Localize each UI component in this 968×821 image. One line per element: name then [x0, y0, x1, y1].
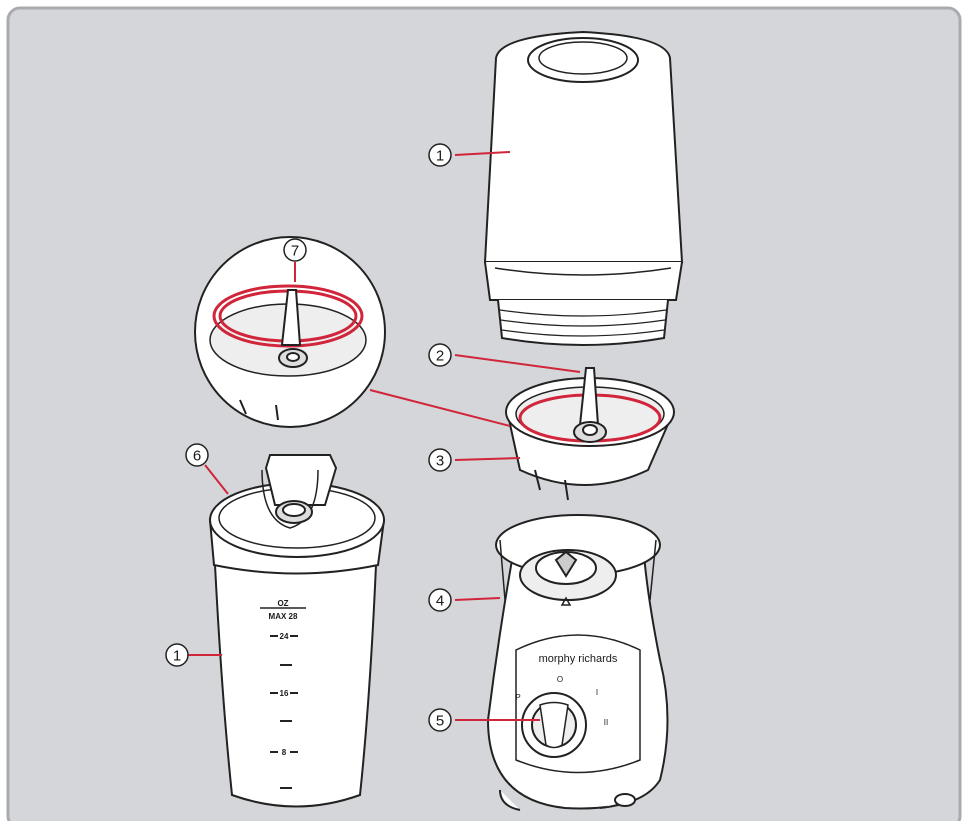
scale-mark-8: 8: [282, 748, 287, 757]
callout-4: 4: [429, 589, 451, 611]
travel-cup: [210, 455, 384, 807]
svg-text:7: 7: [291, 243, 299, 260]
blending-cup-top: [485, 32, 682, 345]
svg-text:1: 1: [173, 648, 181, 665]
gasket-zoom-view: [195, 237, 385, 427]
dial-label-o: O: [557, 675, 563, 684]
svg-text:3: 3: [436, 453, 444, 470]
callout-6: 6: [186, 444, 208, 466]
callout-1a: 1: [429, 144, 451, 166]
dial-label-ii: II: [604, 718, 608, 727]
callout-7: 7: [284, 239, 306, 261]
svg-text:5: 5: [436, 713, 444, 730]
scale-mark-24: 24: [280, 632, 289, 641]
svg-text:6: 6: [193, 448, 201, 465]
brand-label: morphy richards: [539, 653, 618, 665]
svg-text:2: 2: [436, 348, 444, 365]
callout-1b: 1: [166, 644, 188, 666]
scale-mark-16: 16: [280, 689, 289, 698]
frame-background: [8, 8, 960, 821]
scale-unit: OZ: [277, 599, 288, 608]
callout-5: 5: [429, 709, 451, 731]
callout-2: 2: [429, 344, 451, 366]
callout-3: 3: [429, 449, 451, 471]
dial-label-p: P: [515, 693, 520, 702]
scale-max: MAX 28: [269, 612, 298, 621]
svg-text:1: 1: [436, 148, 444, 165]
svg-text:4: 4: [436, 593, 444, 610]
dial-label-i: I: [596, 688, 598, 697]
